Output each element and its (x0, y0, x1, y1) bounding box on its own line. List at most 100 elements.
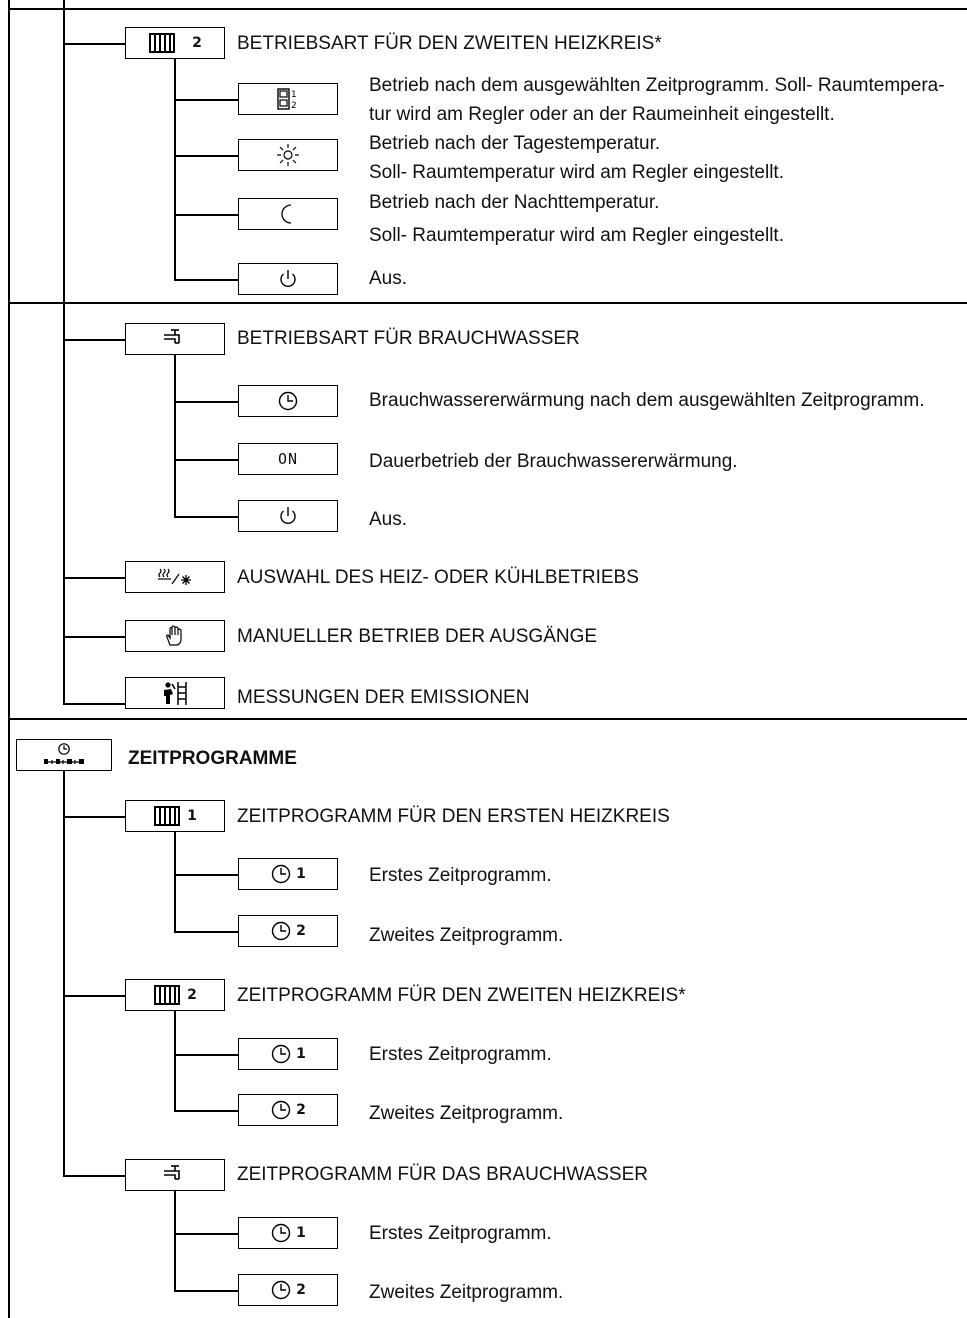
program-number: 1 (296, 1225, 306, 1241)
group-title: ZEITPROGRAMM FÜR DEN ERSTEN HEIZKREIS (237, 806, 670, 827)
program-number: 2 (296, 1102, 306, 1118)
time-program-2-button[interactable]: 2 (238, 1274, 338, 1306)
tree-branch (174, 874, 238, 876)
time-program-1-2-icon: 1 2 (277, 88, 297, 111)
description-line: Brauchwassererwärmung nach dem ausgewähl… (369, 390, 925, 411)
radiator-number: 2 (192, 35, 202, 51)
tree-branch (63, 43, 125, 45)
off-button[interactable] (238, 263, 338, 295)
tree-branch (174, 214, 238, 216)
heat-cool-button[interactable] (125, 561, 225, 593)
description-line: Soll- Raumtemperatur wird am Regler eing… (369, 162, 784, 183)
hot-water-time-program-group-button[interactable] (125, 1159, 225, 1191)
power-icon (280, 507, 296, 525)
tree-branch (174, 1290, 238, 1292)
time-program-1-button[interactable]: 1 (238, 858, 338, 890)
clock-icon (271, 1223, 291, 1243)
clock-icon (271, 1100, 291, 1120)
tap-icon (164, 1165, 180, 1180)
tap-icon (164, 329, 180, 344)
description-line: Zweites Zeitprogramm. (369, 925, 564, 946)
radiator-2-icon (149, 33, 176, 53)
day-mode-button[interactable] (238, 139, 338, 171)
divider (8, 718, 967, 720)
tree-subtrunk (174, 832, 176, 931)
description-line: Betrieb nach der Nachttemperatur. (369, 192, 660, 213)
tree-subtrunk (174, 59, 176, 280)
tree-branch (63, 636, 125, 638)
radiator-2-button[interactable]: 2 (125, 979, 225, 1011)
sun-icon (277, 144, 299, 166)
description-line: tur wird am Regler oder an der Raumeinhe… (369, 104, 835, 125)
main-section-title: ZEITPROGRAMME (128, 748, 297, 769)
manual-operation-button[interactable] (125, 620, 225, 652)
tree-subtrunk (174, 355, 176, 517)
program-number: 1 (296, 1046, 306, 1062)
clock-icon (271, 1280, 291, 1300)
time-program-1-button[interactable]: 1 (238, 1038, 338, 1070)
description-line: Zweites Zeitprogramm. (369, 1103, 564, 1124)
tree-trunk (63, 0, 65, 704)
time-program-1-button[interactable]: 1 (238, 1217, 338, 1249)
power-icon (280, 270, 296, 288)
moon-icon (281, 204, 292, 224)
hot-water-on-button[interactable]: ON (238, 443, 338, 475)
chimney-sweep-icon (164, 682, 187, 705)
tree-branch (174, 1233, 238, 1235)
section-title: MANUELLER BETRIEB DER AUSGÄNGE (237, 626, 598, 647)
tree-branch (174, 401, 238, 403)
time-program-mode-button[interactable]: 1 2 (238, 83, 338, 115)
description-line: Betrieb nach der Tagestemperatur. (369, 133, 661, 154)
description-line: Betrieb nach dem ausgewählten Zeitprogra… (369, 75, 945, 96)
time-programs-menu-button[interactable] (16, 739, 112, 771)
hot-water-mode-button[interactable] (125, 323, 225, 355)
hand-icon (166, 625, 182, 646)
radiator-2-icon (154, 985, 181, 1005)
clock-icon (271, 864, 291, 884)
section-title: AUSWAHL DES HEIZ- ODER KÜHLBETRIEBS (237, 567, 639, 588)
group-title: ZEITPROGRAMM FÜR DEN ZWEITEN HEIZKREIS* (237, 985, 686, 1006)
description-line: Aus. (369, 509, 408, 530)
tree-branch (174, 1054, 238, 1056)
group-title: ZEITPROGRAMM FÜR DAS BRAUCHWASSER (237, 1164, 648, 1185)
night-mode-button[interactable] (238, 198, 338, 230)
tree-branch (174, 459, 238, 461)
description-line: Zweites Zeitprogramm. (369, 1282, 564, 1303)
section-title: BETRIEBSART FÜR DEN ZWEITEN HEIZKREIS* (237, 33, 662, 54)
description-line: Erstes Zeitprogramm. (369, 865, 552, 886)
tree-branch (174, 516, 238, 518)
hot-water-off-button[interactable] (238, 500, 338, 532)
tree-branch (63, 339, 125, 341)
radiator-number: 2 (187, 987, 197, 1003)
tree-branch (174, 1110, 238, 1112)
time-program-2-button[interactable]: 2 (238, 1094, 338, 1126)
clock-icon (271, 1044, 291, 1064)
time-program-2-button[interactable]: 2 (238, 915, 338, 947)
tree-subtrunk (174, 1191, 176, 1291)
tree-branch (174, 155, 238, 157)
svg-text:2: 2 (291, 101, 297, 111)
tree-branch (63, 703, 125, 705)
program-number: 1 (296, 866, 306, 882)
radiator-1-icon (154, 806, 181, 826)
tree-subtrunk (174, 1011, 176, 1111)
heat-cool-icon (158, 568, 191, 585)
tree-branch (63, 1175, 125, 1177)
radiator-2-button[interactable]: 2 (125, 27, 225, 59)
radiator-1-button[interactable]: 1 (125, 800, 225, 832)
emission-measurement-button[interactable] (125, 677, 225, 709)
description-line: Soll- Raumtemperatur wird am Regler eing… (369, 225, 784, 246)
description-line: Aus. (369, 268, 408, 289)
tree-branch (63, 577, 125, 579)
divider (8, 302, 967, 304)
tree-branch (174, 99, 238, 101)
hot-water-time-program-button[interactable] (238, 385, 338, 417)
tree-trunk (63, 771, 65, 1176)
svg-text:1: 1 (291, 90, 297, 100)
frame-left-border (8, 0, 10, 1318)
time-programs-icon (44, 743, 84, 764)
section-title: MESSUNGEN DER EMISSIONEN (237, 687, 530, 708)
tree-branch (63, 995, 125, 997)
frame-top-border (8, 8, 967, 10)
